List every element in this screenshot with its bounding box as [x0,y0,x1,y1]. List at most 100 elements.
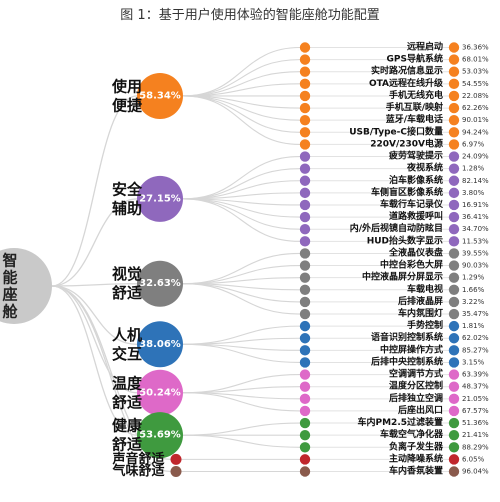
item-start-dot [299,260,311,271]
category-node-6 [137,412,183,459]
item-start-dot [299,429,311,441]
item-start-dot [299,127,311,138]
root-label-char: 智 [2,252,17,270]
item-end-dot [448,90,460,102]
category-name: 安全 [112,180,143,198]
item-value: 3.80% [462,189,485,197]
item-label: 后排液晶屏 [398,295,443,307]
item-value: 39.55% [462,249,489,257]
item-label: 车内香氛装置 [389,465,443,477]
item-value: 16.91% [462,201,489,209]
item-start-dot [299,42,311,53]
category-node-2 [137,175,183,222]
item-label: 中控液晶屏分屏显示 [362,271,443,283]
item-start-dot [299,199,311,211]
category-name: 气味舒适 [112,463,164,479]
item-label: OTA远程在线升级 [369,77,444,89]
item-end-dot [448,187,460,199]
item-start-dot [299,308,311,320]
item-connector-23 [182,283,300,315]
item-value: 1.28% [462,165,485,173]
item-label: 后座出风口 [398,404,443,416]
item-end-dot [448,163,460,174]
item-value: 68.01% [462,56,489,64]
item-end-dot [448,466,460,477]
item-end-dot [448,454,460,465]
item-end-dot [448,66,460,77]
item-end-dot [448,308,460,320]
root-connector-2 [51,198,138,287]
item-end-dot [448,272,460,283]
item-start-dot [299,272,311,283]
item-label: 夜视系统 [406,162,443,174]
item-start-dot [299,333,311,344]
item-connector-10 [182,155,300,200]
item-label: 内/外后视镜自动防眩目 [350,222,443,234]
category-name: 温度 [112,374,143,392]
item-end-dot [448,417,460,429]
category-name: 健康 [112,417,143,435]
item-end-dot [448,224,460,235]
item-connector-9 [182,95,300,145]
category-node-4 [137,321,183,368]
category-percent: 38.06% [139,339,181,350]
item-connector-18 [182,252,300,285]
item-value: 21.41% [462,431,489,439]
item-value: 21.05% [462,395,489,403]
item-label: 语音识别控制系统 [371,331,443,343]
category-percent: 27.15% [139,193,181,204]
category-name: 便捷 [112,96,143,114]
category-name: 舒适 [112,284,142,302]
item-start-dot [299,102,311,114]
item-label: 车内氛围灯 [398,307,443,319]
item-connector-11 [182,168,300,200]
item-start-dot [299,163,311,174]
category-percent: 50.24% [139,387,181,398]
item-end-dot [448,114,460,126]
category-name: 辅助 [112,199,142,217]
item-label: USB/Type-C接口数量 [349,125,443,137]
root-node [0,248,52,324]
item-end-dot [448,151,460,162]
item-start-dot [299,442,311,453]
item-value: 94.24% [462,128,489,136]
item-start-dot [299,139,311,150]
item-end-dot [448,127,460,138]
item-end-dot [448,248,460,259]
root-connector-1 [51,95,138,287]
category-name: 使用 [111,77,142,95]
item-label: 车侧盲区影像系统 [371,186,443,198]
item-start-dot [299,284,311,295]
item-label: 中控屏操作方式 [380,343,443,355]
category-name: 舒适 [112,436,142,454]
item-label: 疲劳驾驶提示 [389,150,443,162]
item-value: 1.66% [462,286,485,294]
item-value: 3.15% [462,358,485,366]
item-connector-34 [182,434,300,448]
root-connector-3 [51,283,138,287]
item-end-dot [448,320,460,332]
item-label: 全液晶仪表盘 [388,246,443,258]
item-start-dot [299,78,311,90]
item-end-dot [448,236,460,247]
item-end-dot [448,78,460,90]
item-value: 48.37% [462,383,489,391]
item-label: 车载空气净化器 [380,428,444,440]
item-connector-2 [182,59,300,97]
item-value: 63.39% [462,371,489,379]
root-connector-4 [51,285,138,345]
item-start-dot [299,393,311,405]
item-value: 82.14% [462,177,489,185]
item-value: 3.22% [462,298,485,306]
item-end-dot [448,199,460,211]
category-name: 交互 [112,345,142,363]
item-label: 温度分区控制 [389,380,443,392]
item-value: 22.08% [462,92,489,100]
item-end-dot [448,393,460,405]
item-end-dot [448,442,460,453]
category-node-3 [137,260,183,307]
item-start-dot [299,90,311,102]
item-value: 85.27% [462,346,489,354]
item-start-dot [299,248,311,259]
item-value: 96.04% [462,468,489,476]
